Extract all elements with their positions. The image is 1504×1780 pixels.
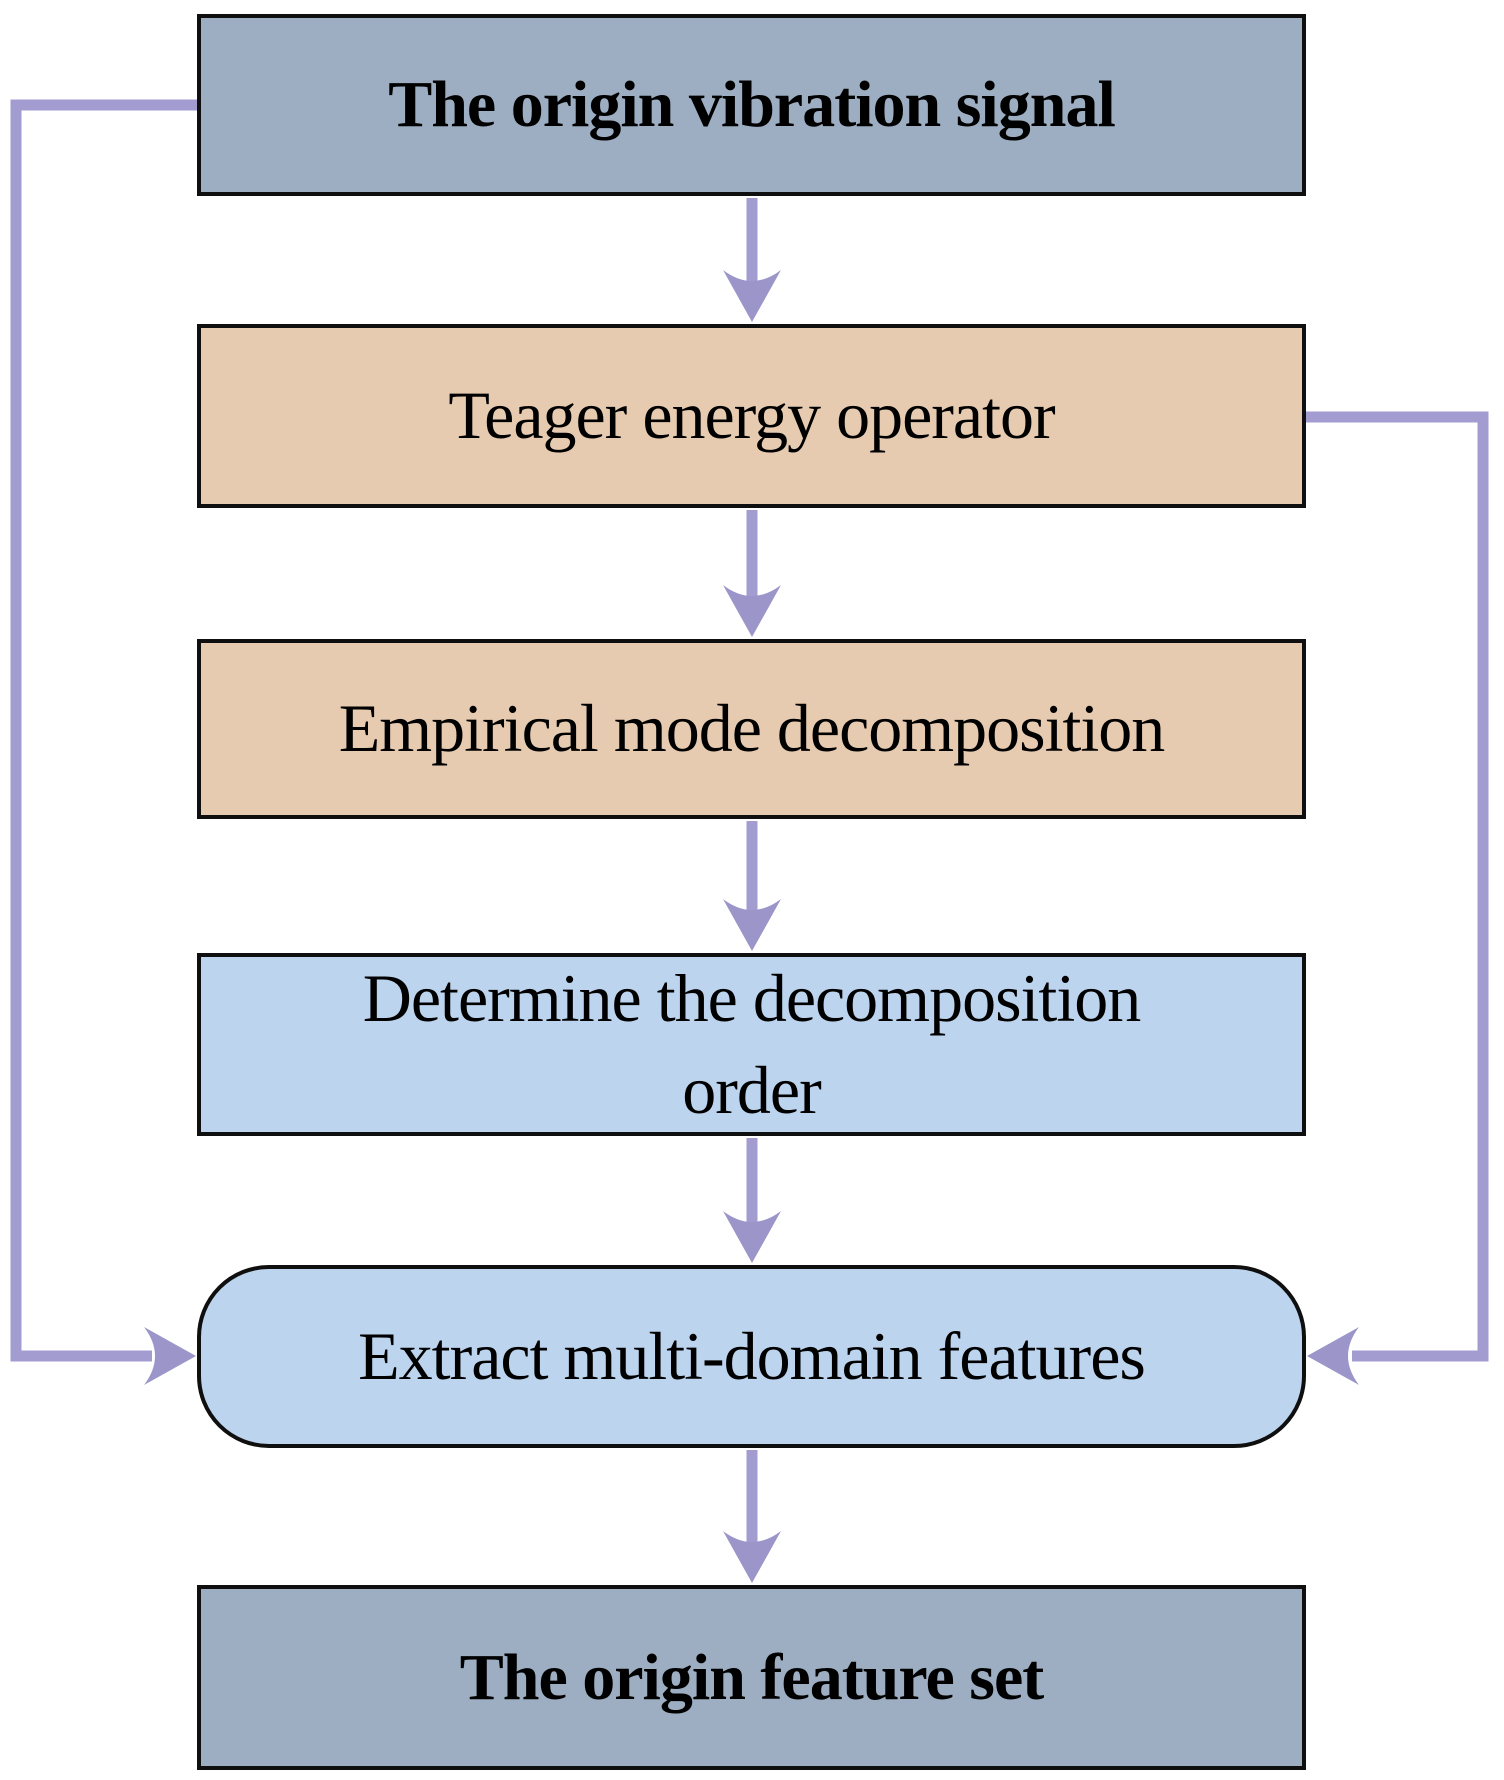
arrow-order-to-extract bbox=[723, 1138, 781, 1263]
node-label: The origin vibration signal bbox=[388, 68, 1116, 142]
arrowhead-down-icon bbox=[723, 1211, 781, 1263]
node-extract-multi-domain-features: Extract multi-domain features bbox=[197, 1265, 1306, 1448]
node-label: Determine the decomposition order bbox=[362, 959, 1141, 1128]
arrowhead-down-icon bbox=[723, 899, 781, 951]
node-teager-energy-operator: Teager energy operator bbox=[197, 324, 1306, 508]
node-origin-vibration-signal: The origin vibration signal bbox=[197, 14, 1306, 196]
arrowhead-down-icon bbox=[723, 270, 781, 322]
arrow-origin-to-teager bbox=[723, 198, 781, 322]
arrowhead-left-icon bbox=[1307, 1327, 1359, 1385]
node-label: Extract multi-domain features bbox=[358, 1317, 1146, 1394]
node-empirical-mode-decomposition: Empirical mode decomposition bbox=[197, 639, 1306, 819]
arrow-emd-to-order bbox=[723, 821, 781, 951]
arrow-teager-to-emd bbox=[723, 510, 781, 637]
arrow-extract-to-featureset bbox=[723, 1450, 781, 1583]
arrow-teager-to-extract-right-detour bbox=[1306, 411, 1489, 1385]
arrowhead-right-icon bbox=[144, 1327, 196, 1385]
node-label: Empirical mode decomposition bbox=[338, 690, 1166, 767]
arrowhead-down-icon bbox=[723, 585, 781, 637]
node-origin-feature-set: The origin feature set bbox=[197, 1585, 1306, 1770]
node-determine-decomposition-order: Determine the decomposition order bbox=[197, 953, 1306, 1136]
node-label: Teager energy operator bbox=[448, 377, 1055, 454]
arrow-origin-to-extract-left-detour bbox=[10, 99, 197, 1385]
node-label: The origin feature set bbox=[459, 1640, 1045, 1714]
arrowhead-down-icon bbox=[723, 1531, 781, 1583]
